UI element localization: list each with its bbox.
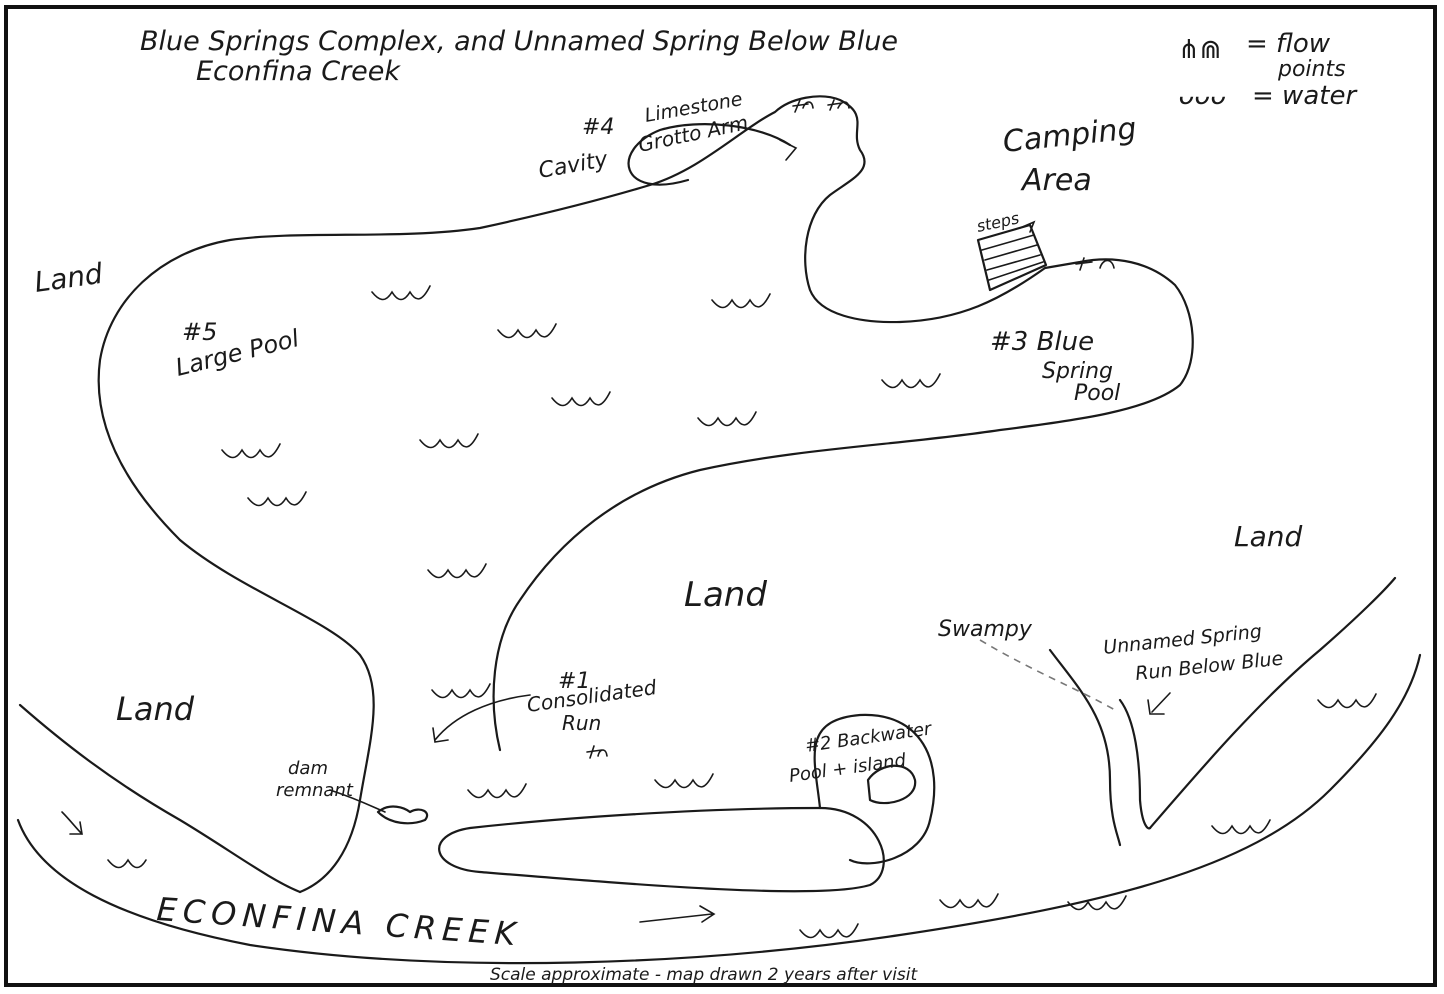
- creek-arrow-main: [639, 905, 716, 923]
- label-econfina-creek: ECONFINA CREEK: [155, 890, 522, 953]
- water-legend-symbol: ᴗᴗᴗ: [1178, 81, 1226, 111]
- label-site1-name2: Run: [562, 711, 601, 735]
- spring-run-west-bank: [1048, 648, 1122, 847]
- creek-north-bank: [18, 703, 302, 894]
- label-camping-area: Area: [1020, 163, 1092, 198]
- label-steps: steps: [975, 208, 1021, 236]
- label-site4-num: #4: [582, 115, 614, 140]
- flow-point-marks: [586, 99, 1115, 759]
- label-site3-name2: Spring: [1042, 359, 1113, 384]
- label-land-bottom-left: Land: [116, 690, 195, 728]
- water-marks: [107, 285, 1377, 939]
- spring-run-dashed: [979, 639, 1116, 711]
- grotto-arrow: [779, 139, 798, 161]
- spring-run-east-bank: [1118, 698, 1152, 830]
- creek-south-bank: [16, 653, 1422, 965]
- map-border: [4, 5, 1437, 987]
- spring-run-arrow: [1147, 692, 1171, 715]
- flow-legend-label-2: points: [1277, 57, 1346, 82]
- label-land-top-left: Land: [32, 257, 104, 299]
- label-swampy: Swampy: [938, 617, 1033, 642]
- label-site4-cavity: Cavity: [537, 147, 611, 184]
- creek-inner-bank: [1148, 576, 1397, 830]
- label-dam-remnant: remnant: [276, 780, 354, 801]
- label-site2-name1: #2 Backwater: [804, 718, 935, 757]
- creek-arrow-west: [61, 811, 83, 835]
- steps-drawing: [976, 220, 1048, 292]
- label-camping: Camping: [1001, 111, 1138, 160]
- label-land-center: Land: [684, 575, 767, 615]
- label-site5-num: #5: [182, 318, 217, 346]
- flow-legend-symbol: ⋔⋒: [1178, 35, 1222, 65]
- spring-pool-outline: [97, 95, 1194, 894]
- footer-note: Scale approximate - map drawn 2 years af…: [490, 965, 919, 985]
- label-site3-name1: #3 Blue: [990, 327, 1094, 357]
- label-dam: dam: [288, 758, 328, 779]
- run-arrow: [432, 694, 531, 743]
- backwater-outline: [438, 806, 885, 893]
- backwater-pool-outline: [813, 713, 936, 865]
- dam-remnant-shape: [376, 805, 429, 825]
- label-site3-name3: Pool: [1074, 381, 1120, 406]
- map-title-line1: Blue Springs Complex, and Unnamed Spring…: [140, 26, 898, 57]
- map-title-line2: Econfina Creek: [196, 56, 401, 87]
- label-land-right: Land: [1234, 520, 1303, 553]
- flow-legend-label: = flow: [1246, 29, 1331, 59]
- dam-line: [329, 789, 386, 813]
- water-legend-label: = water: [1252, 81, 1358, 111]
- label-site1-num: #1: [558, 669, 590, 694]
- grotto-arm-outline: [627, 123, 792, 186]
- island-outline: [866, 764, 917, 805]
